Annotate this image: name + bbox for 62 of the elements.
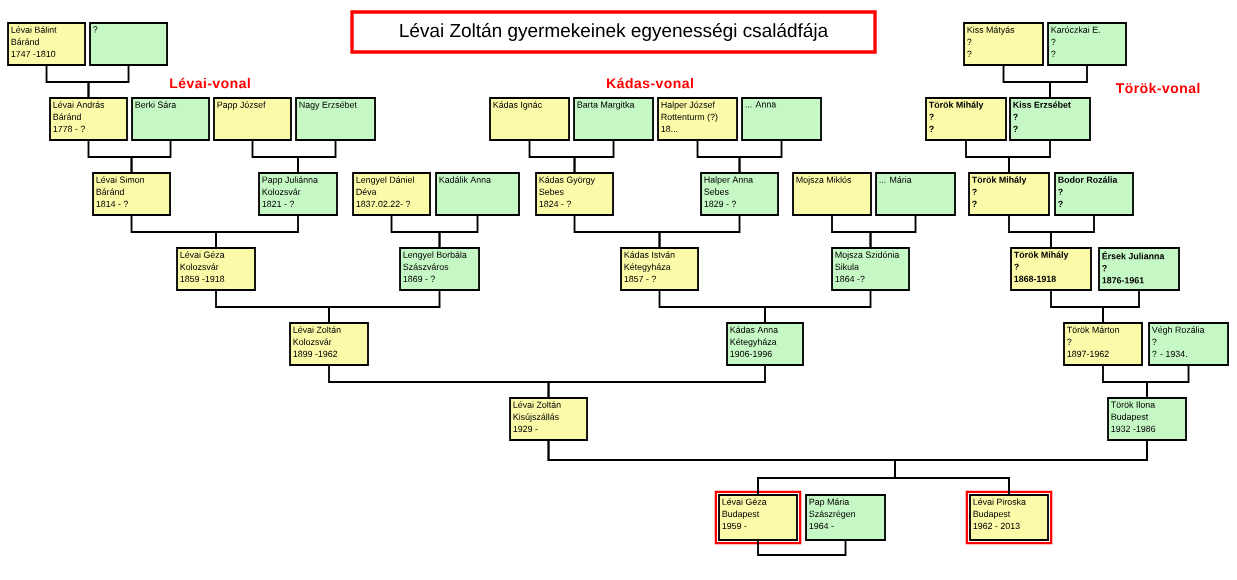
- connector-line: [130, 140, 172, 173]
- connector-line: [1049, 65, 1088, 98]
- person-box: Papp József: [213, 97, 292, 141]
- connector-line: [1102, 290, 1140, 323]
- person-box: ... Mária: [875, 172, 956, 216]
- person-box: Nagy Erzsébet: [295, 97, 376, 141]
- connector-line: [894, 440, 1148, 495]
- person-box: Török Márton ? 1897-1962: [1063, 322, 1143, 366]
- person-box: Érsek Julianna ? 1876-1961: [1098, 247, 1180, 291]
- person-box: Lévai András Báránd 1778 - ?: [49, 97, 128, 141]
- connector-line: [297, 140, 337, 173]
- person-box: Barta Margitka: [573, 97, 654, 141]
- person-box: Kádas Anna Kétegyháza 1906-1996: [726, 322, 804, 366]
- connector-line: [547, 365, 766, 398]
- person-box: Kiss Mátyás ? ?: [963, 22, 1044, 66]
- person-box: ... Anna: [741, 97, 822, 141]
- person-box: Lévai Simon Báránd 1814 - ?: [92, 172, 171, 216]
- connector-line: [658, 215, 741, 248]
- connector-line: [87, 65, 130, 98]
- person-box-highlighted: Lévai Piroska Budapest 1962 - 2013: [965, 490, 1053, 545]
- person-box: Török Ilona Budapest 1932 -1986: [1107, 397, 1187, 441]
- person-box: Lengyel Borbála Szászváros 1869 - ?: [399, 247, 480, 291]
- person-box: Halper József Rottenturm (?) 18...: [657, 97, 738, 141]
- person-box: Kadálik Anna: [435, 172, 520, 216]
- connector-line: [869, 215, 917, 248]
- person-box: Kádas György Sebes 1824 - ?: [535, 172, 614, 216]
- person-box: Kádas István Kétegyháza 1857 - ?: [620, 247, 699, 291]
- person-box: Karóczkai E. ? ?: [1047, 22, 1127, 66]
- person-box: Török Mihály ? ?: [968, 172, 1050, 216]
- connector-line: [1146, 365, 1190, 398]
- person-box-highlighted: Lévai Géza Budapest 1959 -: [714, 490, 802, 545]
- person-box: Török Mihály ? ?: [925, 97, 1007, 141]
- person-box: ?: [89, 22, 168, 66]
- person-box: Lévai Bálint Báránd 1747 -1810: [7, 22, 86, 66]
- connector-line: [573, 140, 615, 173]
- person-box: Lévai Géza Kolozsvár 1859 -1918: [176, 247, 256, 291]
- person-box: Halper Anna Sebes 1829 - ?: [700, 172, 779, 216]
- person-box: Mojsza Szidónia Sikula 1864 -?: [831, 247, 910, 291]
- connector-line: [738, 140, 783, 173]
- connector-line: [215, 215, 299, 248]
- person-box: Végh Rozália ? ? - 1934.: [1148, 322, 1229, 366]
- person-box: Lévai Zoltán Kolozsvár 1899 -1962: [289, 322, 369, 366]
- connector-line: [764, 290, 872, 323]
- person-box: Bodor Rozália ? ?: [1054, 172, 1134, 216]
- person-box: Lévai Zoltán Kisújszállás 1929 -: [509, 397, 588, 441]
- line-heading: Lévai-vonal: [170, 77, 250, 89]
- person-box: Kádas Ignác: [489, 97, 570, 141]
- person-box: Lengyel Dániel Déva 1837.02.22- ?: [352, 172, 431, 216]
- person-box: Pap Mária Szászrégen 1964 -: [805, 494, 886, 541]
- connector-line: [1050, 215, 1095, 248]
- person-box: Mojsza Miklós: [792, 172, 872, 216]
- title-box: Lévai Zoltán gyermekeinek egyenességi családfája: [350, 10, 877, 54]
- line-heading: Kádas-vonal: [607, 77, 693, 89]
- connector-line: [757, 540, 847, 556]
- person-box: Berki Sára: [131, 97, 210, 141]
- connector-line: [328, 290, 441, 323]
- connector-line: [1008, 140, 1051, 173]
- connector-line: [438, 215, 479, 248]
- person-box: Papp Juliánna Kolozsvár 1821 - ?: [258, 172, 338, 216]
- line-heading: Török-vonal: [1115, 82, 1200, 94]
- person-box: Török Mihály ? 1868-1918: [1010, 247, 1092, 291]
- person-box: Kiss Erzsébet ? ?: [1009, 97, 1091, 141]
